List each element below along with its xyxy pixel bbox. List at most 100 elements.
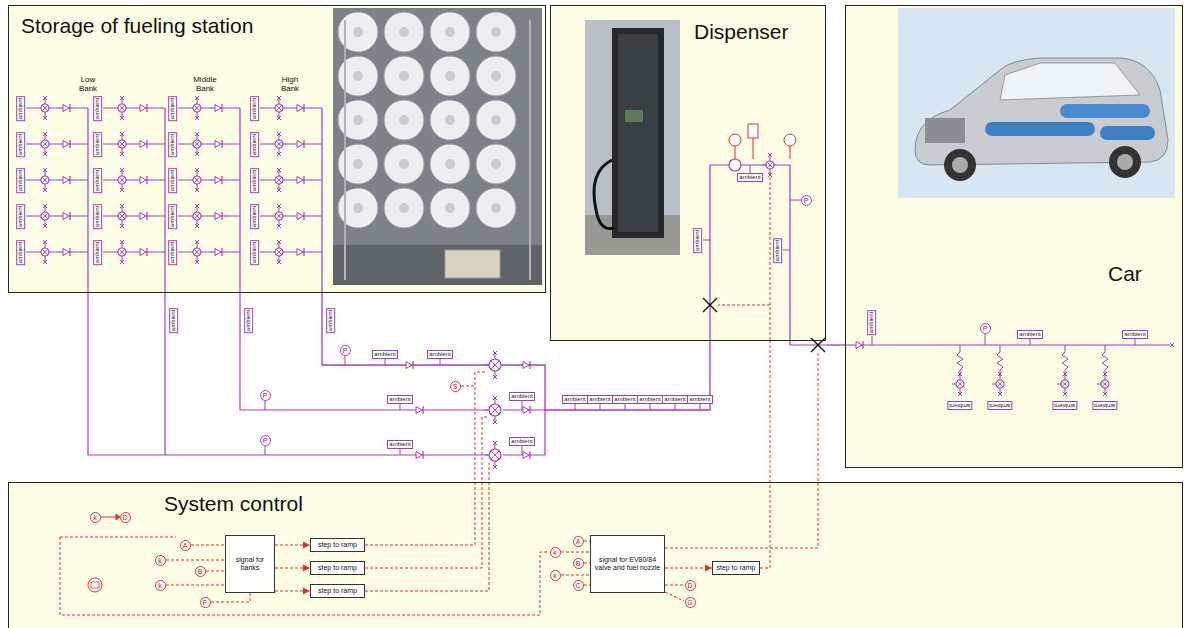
tank-photo <box>445 115 455 125</box>
tank-photo <box>430 188 470 228</box>
end-cap <box>120 168 124 172</box>
pipe-line <box>26 107 88 108</box>
pipe-line <box>178 107 240 108</box>
valve-symbol <box>1061 380 1069 388</box>
end-cap <box>277 116 281 120</box>
thermal-boundary-tag: ambient <box>326 307 335 332</box>
pressure-gauge: P <box>980 323 991 334</box>
pressure-gauge: P <box>260 435 271 446</box>
pipe-line <box>103 143 165 144</box>
end-cap <box>195 240 199 244</box>
valve-symbol <box>119 249 125 255</box>
end-cap <box>277 168 281 172</box>
end-cap <box>195 188 199 192</box>
dispenser-photo <box>625 110 643 122</box>
valve-symbol <box>41 140 49 148</box>
thermal-boundary-tag: ambient <box>168 203 177 228</box>
end-cap <box>120 224 124 228</box>
pipe-line <box>997 345 1003 376</box>
tank-photo <box>491 203 501 213</box>
tank-photo <box>353 27 363 37</box>
pipe-line <box>710 165 826 345</box>
thermal-boundary-tag: ambient <box>509 437 534 446</box>
pipe-line <box>178 215 240 216</box>
panel-title: Car <box>1108 262 1142 286</box>
pipe-line <box>321 108 322 292</box>
pipe-line <box>239 108 240 292</box>
pipe-line <box>700 403 701 410</box>
tank-photo <box>445 27 455 37</box>
bank-label: Low Bank <box>71 75 105 93</box>
pressure-gauge: P <box>801 195 812 206</box>
valve-symbol <box>41 248 49 256</box>
signal-connector-tag: D <box>685 580 696 591</box>
pipe-line <box>461 386 475 387</box>
source-symbol <box>91 582 99 588</box>
tank-photo <box>399 27 409 37</box>
end-cap <box>43 152 47 156</box>
end-cap <box>195 224 199 228</box>
check-valve <box>215 105 221 112</box>
end-cap <box>195 116 199 120</box>
pipe-line <box>240 292 488 410</box>
check-valve <box>303 248 304 256</box>
valve-symbol <box>276 249 282 255</box>
thermal-boundary-tag: ambient <box>612 395 637 404</box>
tank-photo <box>353 159 363 169</box>
thermal-boundary-tag: ambient <box>250 239 259 264</box>
check-valve <box>523 362 529 369</box>
car-photo <box>952 157 968 173</box>
storage-photo <box>333 8 542 285</box>
check-valve <box>63 213 69 220</box>
region-panel: Storage of fueling station <box>8 5 546 293</box>
end-cap <box>493 420 497 424</box>
pipe-line <box>103 215 165 216</box>
check-valve <box>297 105 303 112</box>
valve-symbol <box>1102 381 1108 387</box>
pipe-line <box>385 358 522 455</box>
tank-photo <box>430 100 470 140</box>
valve-symbol <box>194 177 200 183</box>
pipe-line <box>872 334 1135 345</box>
storage-photo <box>445 250 500 278</box>
check-valve <box>215 177 221 184</box>
pipe-line <box>845 344 1170 345</box>
end-cap <box>120 188 124 192</box>
check-valve <box>529 406 530 414</box>
check-valve <box>146 140 147 148</box>
check-valve <box>297 213 303 220</box>
block-text: step to ramp <box>717 564 756 572</box>
thermal-boundary-tag: ambient <box>93 239 102 264</box>
thermal-boundary-tag: ambient <box>1122 330 1147 339</box>
valve-symbol <box>1062 381 1068 387</box>
block-text: step to ramp <box>318 541 357 549</box>
control-block: step to ramp <box>712 561 760 575</box>
check-valve <box>862 341 863 349</box>
car-photo <box>925 118 965 143</box>
signal-connector-tag: k <box>155 580 166 591</box>
tank-photo <box>399 115 409 125</box>
dispenser-photo <box>612 28 664 238</box>
pipe-line <box>88 292 488 455</box>
pipe-line <box>718 172 770 340</box>
end-cap <box>43 224 47 228</box>
pipe-line <box>103 107 165 108</box>
pipe-line <box>164 108 165 292</box>
check-valve <box>523 452 529 459</box>
valve-symbol <box>193 104 201 112</box>
end-cap <box>120 204 124 208</box>
tank-photo <box>476 56 516 96</box>
check-valve <box>69 104 70 112</box>
tank-photo <box>491 159 501 169</box>
pipe-line <box>26 143 88 144</box>
block-text: step to ramp <box>318 564 357 572</box>
signal-connector-tag: A <box>180 540 191 551</box>
check-valve <box>146 212 147 220</box>
end-cap <box>958 372 962 376</box>
check-valve <box>422 406 423 414</box>
tank-photo <box>430 12 470 52</box>
valve-symbol <box>119 213 125 219</box>
end-cap <box>43 168 47 172</box>
check-valve <box>221 176 222 184</box>
